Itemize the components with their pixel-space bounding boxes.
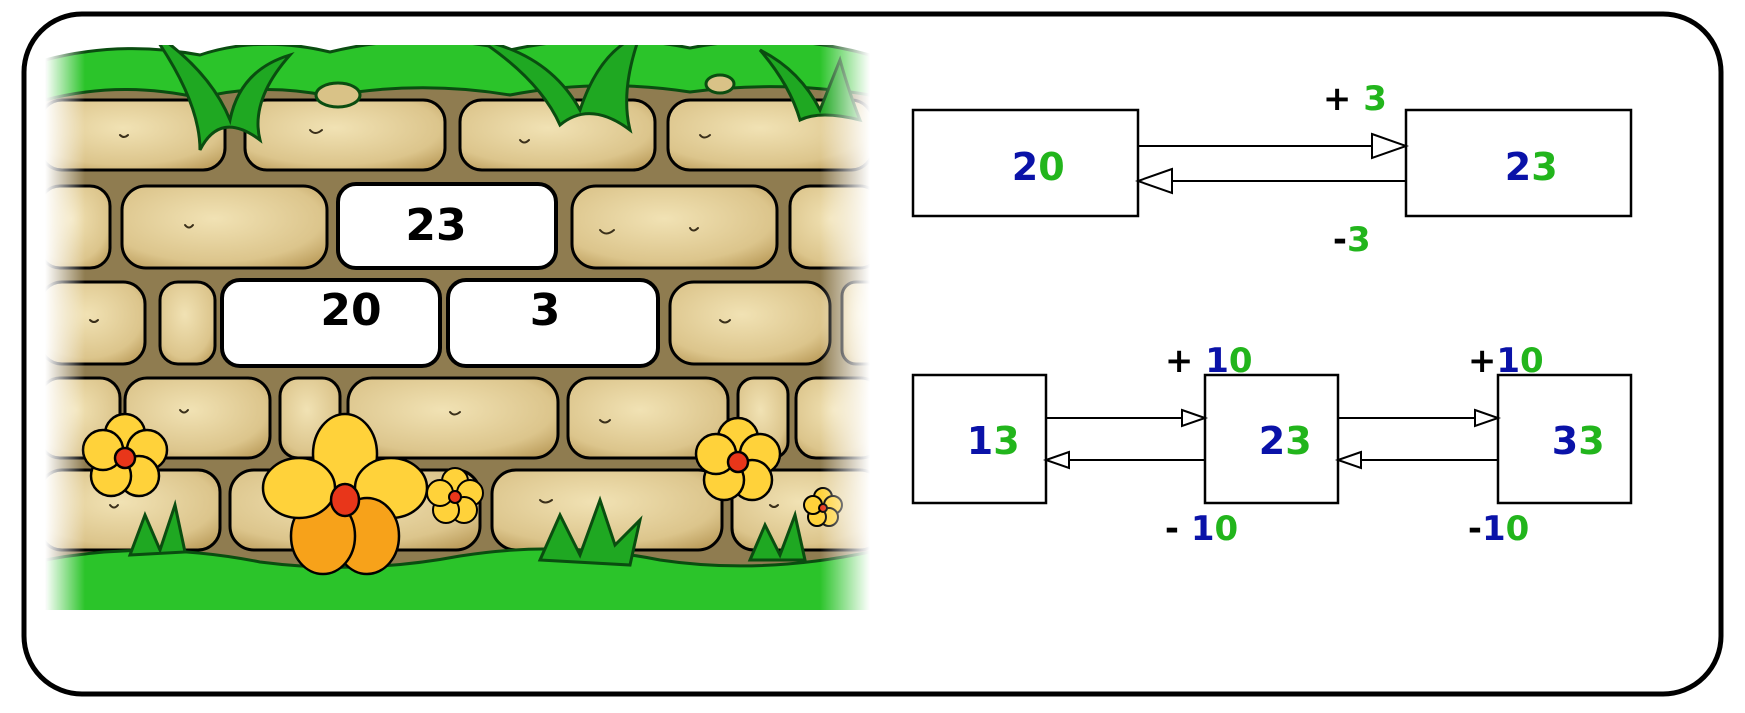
diagram-top-left-box: [911, 108, 1140, 218]
op-sign: +: [1468, 341, 1497, 381]
brick-speckles: [89, 129, 779, 509]
diagram-bottom-left-value: 13: [874, 419, 1086, 463]
diagram-bottom-right-box: [1496, 373, 1633, 505]
ones-digit: 3: [993, 419, 1019, 463]
op-ones: 0: [1214, 509, 1238, 549]
diagram-bottom-forward-label-1: + 10: [1082, 341, 1312, 381]
flower-left: [81, 412, 169, 498]
op-tens: 1: [1191, 509, 1215, 549]
tens-digit: 2: [1259, 419, 1285, 463]
flower-small: [426, 467, 484, 524]
diagram-top-left-value: 20: [919, 145, 1131, 189]
diagram-bottom-middle-value: 23: [1166, 419, 1378, 463]
diagram-bottom-backward-arrow-1: [1042, 450, 1205, 470]
diagram-top-right-value: 23: [1412, 145, 1624, 189]
diagram-bottom-forward-arrow-1: [1046, 408, 1209, 428]
op-sign: +: [1323, 79, 1363, 119]
number-brick-top-value: 23: [405, 200, 466, 251]
diagram-top-right-box: [1404, 108, 1633, 218]
tens-digit: 2: [1012, 145, 1038, 189]
op-sign: -: [1468, 509, 1482, 549]
diagram-bottom: 13 23 33 + 10 - 10: [874, 341, 1671, 549]
number-brick-bottom-right: 3: [446, 278, 660, 368]
diagram-top: 20 23 + 3 -3: [911, 79, 1633, 260]
diagram-top-backward-arrow: [1134, 167, 1406, 195]
diagram-bottom-backward-label-2: -10: [1385, 509, 1589, 549]
diagram-top-forward-label: + 3: [1240, 79, 1446, 119]
ones-digit: 3: [1578, 419, 1604, 463]
op-sign: -: [1165, 509, 1191, 549]
number-brick-bottom-left-value: 20: [320, 285, 381, 336]
op-sign: -: [1333, 220, 1347, 260]
diagram-bottom-forward-label-2: +10: [1385, 341, 1603, 381]
op-tens: 1: [1482, 509, 1506, 549]
stone-wall: 23 20 3: [45, 45, 870, 610]
tens-digit: 2: [1505, 145, 1531, 189]
op-tens: 1: [1496, 341, 1520, 381]
ones-digit: 3: [1531, 145, 1557, 189]
tens-digit: 1: [967, 419, 993, 463]
top-grass: [45, 45, 870, 151]
diagram-bottom-backward-arrow-2: [1334, 450, 1498, 470]
diagram-bottom-backward-label-1: - 10: [1082, 509, 1297, 549]
op-ones: 0: [1506, 509, 1530, 549]
op-ones: 3: [1363, 79, 1387, 119]
diagram-bottom-right-value: 33: [1459, 419, 1671, 463]
bottom-grass: [45, 495, 870, 610]
ones-digit: 3: [1285, 419, 1311, 463]
op-ones: 0: [1229, 341, 1253, 381]
op-ones: 3: [1347, 220, 1371, 260]
number-brick-top: 23: [336, 182, 558, 270]
number-brick-bottom-left: 20: [220, 278, 442, 368]
diagram-bottom-left-box: [911, 373, 1048, 505]
diagram-bottom-middle-box: [1203, 373, 1340, 505]
tens-digit: 3: [1552, 419, 1578, 463]
diagram-top-backward-label: -3: [1250, 220, 1430, 260]
diagram-top-forward-arrow: [1138, 132, 1410, 160]
op-tens: 1: [1205, 341, 1229, 381]
op-sign: +: [1165, 341, 1205, 381]
ones-digit: 0: [1038, 145, 1064, 189]
flower-right: [694, 416, 782, 502]
diagram-bottom-forward-arrow-2: [1338, 408, 1502, 428]
number-brick-bottom-right-value: 3: [530, 285, 561, 336]
op-ones: 0: [1520, 341, 1544, 381]
flower-big: [261, 412, 429, 576]
